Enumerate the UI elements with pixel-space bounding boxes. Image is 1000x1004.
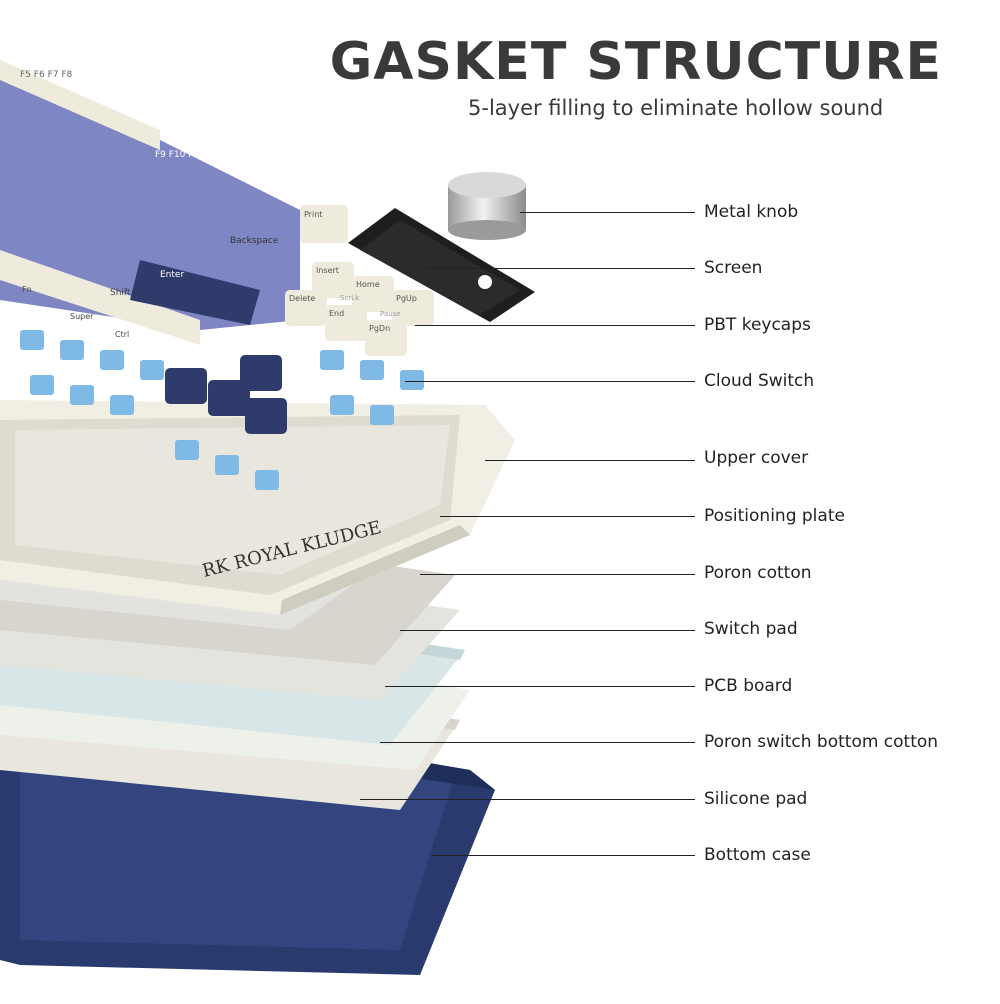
arrow-keys — [165, 355, 287, 434]
keycap-enter: Enter — [160, 270, 185, 280]
metal-knob-part — [448, 172, 526, 240]
leader-line-bottom-case — [432, 855, 695, 857]
leader-line-pcb-board — [385, 686, 695, 688]
leader-line-poron-cotton — [420, 574, 695, 576]
label-pcb-board: PCB board — [704, 676, 793, 696]
label-upper-cover: Upper cover — [704, 448, 809, 468]
leader-line-pbt-keycaps — [415, 325, 695, 327]
keycap-super: Super — [70, 312, 94, 321]
right-keycaps — [285, 205, 434, 356]
leader-line-silicone-pad — [360, 799, 695, 801]
keycap-shift: Shift — [110, 288, 131, 298]
keycap-end: End — [329, 309, 345, 318]
keycap-block — [0, 60, 300, 345]
keycap-f9: F9 — [155, 150, 166, 160]
label-screen: Screen — [704, 258, 763, 278]
keycap-pause: Pause — [380, 310, 401, 318]
keycap-fn: Fn — [22, 285, 32, 294]
keycap-f5: F5 — [20, 70, 31, 80]
label-switch-pad: Switch pad — [704, 619, 798, 639]
label-poron-cotton: Poron cotton — [704, 563, 812, 583]
keycap-f12: F12 — [207, 150, 225, 160]
leader-line-cloud-switch — [405, 381, 695, 383]
keycap-insert: Insert — [316, 266, 339, 275]
page-title: GASKET STRUCTURE — [329, 32, 942, 92]
keycap-pgdn: PgDn — [369, 324, 391, 333]
leader-line-metal-knob — [520, 212, 695, 214]
keycap-scrlk: ScrLk — [340, 294, 360, 302]
keycap-backspace: Backspace — [230, 236, 279, 246]
leader-line-screen — [425, 268, 695, 270]
keycap-f7: F7 — [47, 70, 59, 80]
keycap-legend-frow-2: F9 F10 F11 F12 — [155, 150, 285, 160]
leader-line-switch-pad — [400, 630, 695, 632]
label-bottom-case: Bottom case — [704, 845, 811, 865]
leader-line-upper-cover — [485, 460, 695, 462]
keycap-print: Print — [304, 210, 323, 219]
label-pbt-keycaps: PBT keycaps — [704, 315, 811, 335]
leader-line-positioning-plate — [440, 516, 695, 518]
label-silicone-pad: Silicone pad — [704, 789, 808, 809]
cloud-switches — [20, 330, 424, 490]
keycap-f8: F8 — [61, 70, 73, 80]
label-metal-knob: Metal knob — [704, 202, 799, 222]
keycap-ctrl: Ctrl — [115, 330, 130, 339]
screen-part — [348, 208, 535, 322]
label-poron-switch-bottom-cotton: Poron switch bottom cotton — [704, 732, 939, 752]
keycap-f6: F6 — [33, 70, 45, 80]
upper-cover-layer: RK ROYAL KLUDGE — [0, 400, 515, 615]
keycap-delete: Delete — [289, 294, 316, 303]
keycap-f11: F11 — [188, 150, 205, 160]
keycap-pgup: PgUp — [396, 294, 417, 303]
leader-line-poron-switch-bottom-cotton — [380, 742, 695, 744]
page-subtitle: 5-layer filling to eliminate hollow soun… — [468, 96, 884, 120]
label-cloud-switch: Cloud Switch — [704, 371, 815, 391]
keycap-f10: F10 — [168, 150, 186, 160]
keycap-home: Home — [356, 280, 380, 289]
label-positioning-plate: Positioning plate — [704, 506, 845, 526]
keycap-legend-frow: F5 F6 F7 F8 — [20, 70, 180, 80]
